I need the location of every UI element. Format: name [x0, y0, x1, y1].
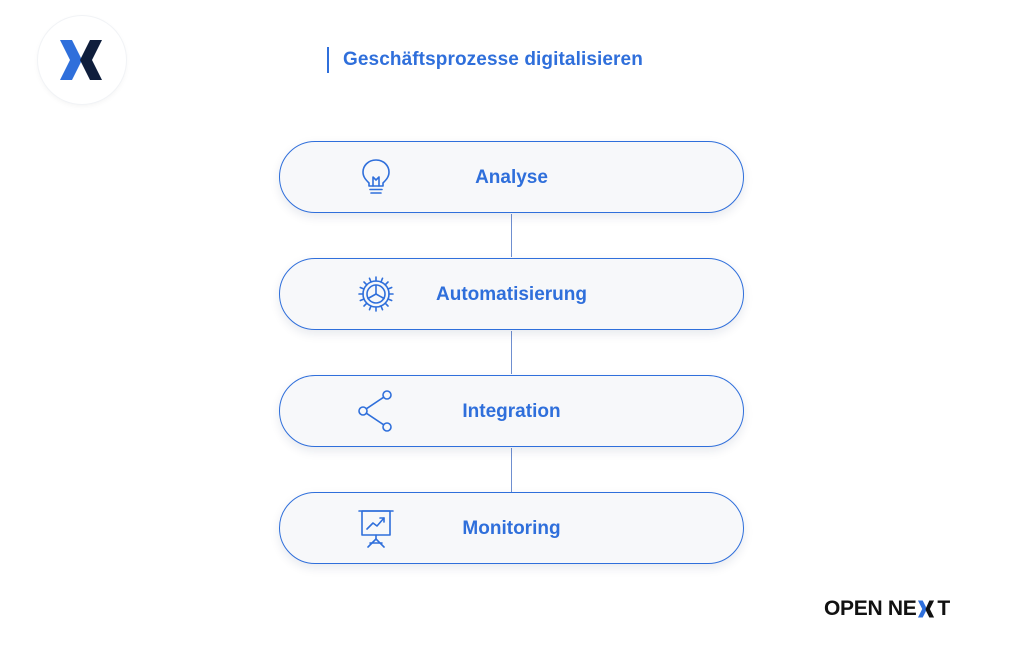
gear-icon: [356, 274, 396, 314]
step-integration[interactable]: Integration: [279, 375, 744, 447]
step-monitoring[interactable]: Monitoring: [279, 492, 744, 564]
lightbulb-icon: [356, 157, 396, 197]
connector-line: [511, 214, 512, 257]
step-label: Integration: [462, 401, 561, 422]
step-automatisierung[interactable]: Automatisierung: [279, 258, 744, 330]
step-label: Monitoring: [462, 518, 561, 539]
step-analyse[interactable]: Analyse: [279, 141, 744, 213]
connector-line: [511, 331, 512, 374]
connector-line: [511, 448, 512, 492]
step-label: Automatisierung: [436, 284, 587, 305]
page-title-block: Geschäftsprozesse digitalisieren: [327, 46, 643, 74]
brand-logo: OPEN NE T: [824, 596, 950, 622]
step-label: Analyse: [475, 167, 548, 188]
presentation-chart-icon: [356, 508, 396, 548]
brand-text: T: [937, 597, 950, 620]
page-title: Geschäftsprozesse digitalisieren: [343, 49, 643, 70]
share-icon: [356, 390, 396, 432]
title-accent-bar: [327, 47, 329, 73]
brand-text: OPEN NE: [824, 597, 917, 620]
brand-x-icon: [918, 600, 935, 618]
x-logo-icon: [60, 40, 102, 80]
logo: [38, 16, 126, 104]
